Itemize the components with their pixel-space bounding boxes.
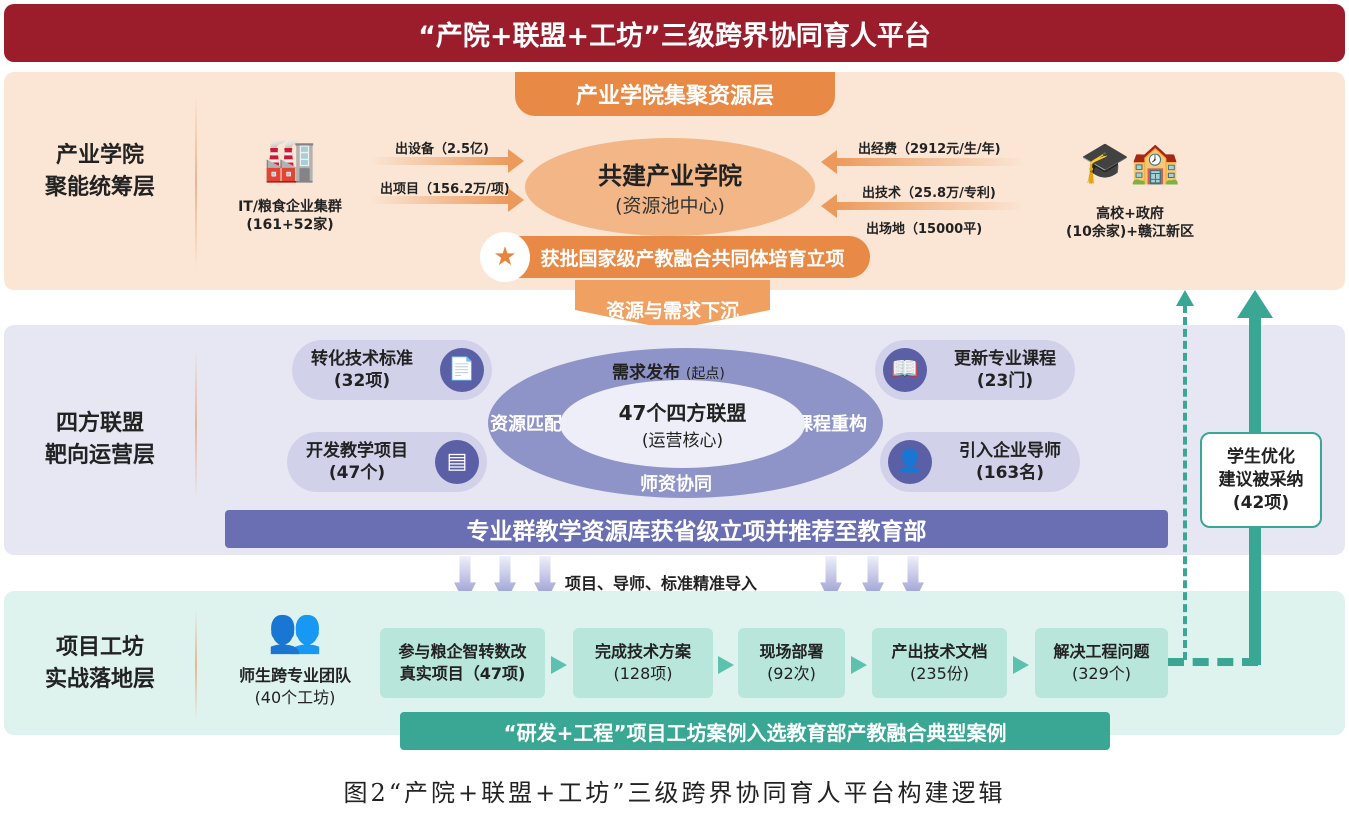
cycle-right: 课程重构 [795, 414, 867, 435]
pill-mentors: 引入企业导师(163名) 👤 [880, 432, 1080, 492]
feedback-value: (42项) [1232, 492, 1290, 513]
pill-tech-standards: 转化技术标准(32项) 📄 [292, 340, 492, 400]
resource-sink-arrow: 资源与需求下沉 [575, 280, 770, 330]
step-deploy: 现场部署 (92次) [738, 628, 845, 698]
arrow-up-icon [1237, 290, 1273, 318]
team-name: 师生跨专业团队 [238, 666, 351, 685]
feedback-dashed-line [1168, 658, 1258, 668]
arrow-right [370, 149, 524, 173]
book-icon: 📖 [883, 348, 927, 392]
award-icon: ★ [480, 232, 530, 282]
input-projects: 出项目（156.2万/项) [380, 182, 510, 197]
pill-value: (23门) [976, 371, 1034, 391]
arrow-left [821, 150, 1025, 174]
person-icon: 👤 [888, 440, 932, 484]
figure-caption: 图2“产院+联盟+工坊”三级跨界协同育人平台构建逻辑 [343, 778, 1006, 807]
team-count: (40个工坊) [254, 688, 336, 707]
step-title: 完成技术方案 [594, 642, 691, 661]
pill-title: 转化技术标准 [311, 349, 413, 369]
feedback-dashed-arrow [1183, 305, 1187, 660]
layer3-label: 项目工坊实战落地层 [20, 632, 180, 696]
document-check-icon: 📄 [440, 348, 484, 392]
university-name: 高校+政府 [1096, 206, 1164, 222]
divider [195, 350, 197, 500]
school-icon: 🎓🏫 [1080, 140, 1180, 186]
pill-title: 开发教学项目 [306, 441, 408, 461]
layer1-label-line1: 产业学院 [55, 143, 144, 168]
input-site: 出场地（15000平) [866, 222, 983, 237]
cycle-bottom: 师资协同 [640, 474, 712, 495]
step-title: 解决工程问题 [1053, 642, 1150, 661]
pill-teaching-projects: 开发教学项目(47个) ▤ [287, 432, 487, 492]
university-count: (10余家)+赣江新区 [1065, 224, 1194, 240]
arrow-right [370, 188, 524, 212]
feedback-line1: 学生优化 [1227, 446, 1295, 467]
step-arrow [551, 656, 567, 674]
step-title: 产出技术文档 [891, 642, 988, 661]
input-equipment: 出设备（2.5亿) [395, 142, 489, 157]
pill-title: 更新专业课程 [954, 349, 1056, 369]
step-problems: 解决工程问题 (329个) [1035, 628, 1168, 698]
step-solution: 完成技术方案 (128项) [573, 628, 713, 698]
student-feedback-box: 学生优化建议被采纳(42项) [1200, 432, 1322, 528]
team-icon: 👥 [267, 605, 323, 656]
step-title: 参与粮企智转数改 [398, 642, 527, 661]
step-arrow [851, 656, 867, 674]
factory-icon: 🏭 [263, 135, 317, 184]
input-funding: 出经费（2912元/生/年) [858, 142, 1001, 157]
import-label: 项目、导师、标准精准导入 [565, 574, 758, 593]
layer2-label-line1: 四方联盟 [55, 411, 144, 436]
typical-case-bar: “研发+工程”项目工坊案例入选教育部产教融合典型案例 [400, 712, 1110, 750]
step-documents: 产出技术文档 (235份) [872, 628, 1007, 698]
pill-courses: 更新专业课程(23门) 📖 [875, 340, 1075, 400]
layer3-label-line2: 实战落地层 [44, 667, 155, 692]
layer1-label: 产业学院聚能统筹层 [20, 140, 180, 204]
college-title: 共建产业学院 [598, 162, 742, 190]
badge-text: 获批国家级产教融合共同体培育立项 [540, 247, 845, 270]
step-title: 现场部署 [759, 642, 824, 661]
alliance-core: 47个四方联盟 (运营核心) [560, 380, 805, 468]
cycle-top-label: 需求发布 [612, 363, 680, 383]
step-sub: (329个) [1071, 664, 1132, 683]
arrow-left [821, 194, 1025, 218]
divider [195, 95, 197, 270]
national-approval-badge: ★ 获批国家级产教融合共同体培育立项 [480, 232, 870, 282]
presentation-board-icon: ▤ [435, 440, 479, 484]
step-arrow [718, 656, 734, 674]
pill-value: (163名) [975, 463, 1045, 483]
layer3-label-line1: 项目工坊 [55, 635, 144, 660]
enterprise-cluster: IT/粮食企业集群 (161+52家) [210, 198, 370, 234]
enterprise-cluster-name: IT/粮食企业集群 [238, 199, 342, 215]
step-participate: 参与粮企智转数改真实项目（47项) [380, 628, 545, 698]
layer2-label: 四方联盟靶向运营层 [20, 408, 180, 472]
feedback-line2: 建议被采纳 [1218, 469, 1304, 490]
enterprise-cluster-count: (161+52家) [246, 217, 334, 233]
layer1-label-line2: 聚能统筹层 [44, 175, 155, 200]
cycle-top-note: (起点) [685, 366, 725, 382]
step-sub: (92次) [767, 664, 816, 683]
resource-library-bar: 专业群教学资源库获省级立项并推荐至教育部 [225, 510, 1168, 548]
pill-value: (47个) [328, 463, 386, 483]
platform-title: “产院+联盟+工坊”三级跨界协同育人平台 [4, 4, 1345, 62]
pill-value: (32项) [333, 371, 391, 391]
step-sub: 真实项目（47项) [399, 664, 526, 683]
university-government: 高校+政府 (10余家)+赣江新区 [1040, 205, 1220, 241]
arrow-up-icon [1176, 290, 1194, 306]
college-sub: (资源池中心) [615, 195, 725, 217]
co-built-college: 共建产业学院 (资源池中心) [525, 138, 815, 236]
input-technology: 出技术（25.8万/专利) [862, 186, 996, 201]
divider [195, 610, 197, 720]
team: 师生跨专业团队 (40个工坊) [215, 665, 375, 709]
layer2-label-line2: 靶向运营层 [44, 443, 155, 468]
cycle-left: 资源匹配 [490, 414, 562, 435]
step-arrow [1013, 656, 1029, 674]
step-sub: (235份) [909, 664, 970, 683]
cycle-top: 需求发布 (起点) [612, 358, 725, 383]
core-title: 47个四方联盟 [618, 401, 747, 425]
resource-layer-tab: 产业学院集聚资源层 [515, 72, 835, 116]
core-sub: (运营核心) [641, 431, 724, 451]
step-sub: (128项) [613, 664, 673, 683]
pill-title: 引入企业导师 [959, 441, 1061, 461]
